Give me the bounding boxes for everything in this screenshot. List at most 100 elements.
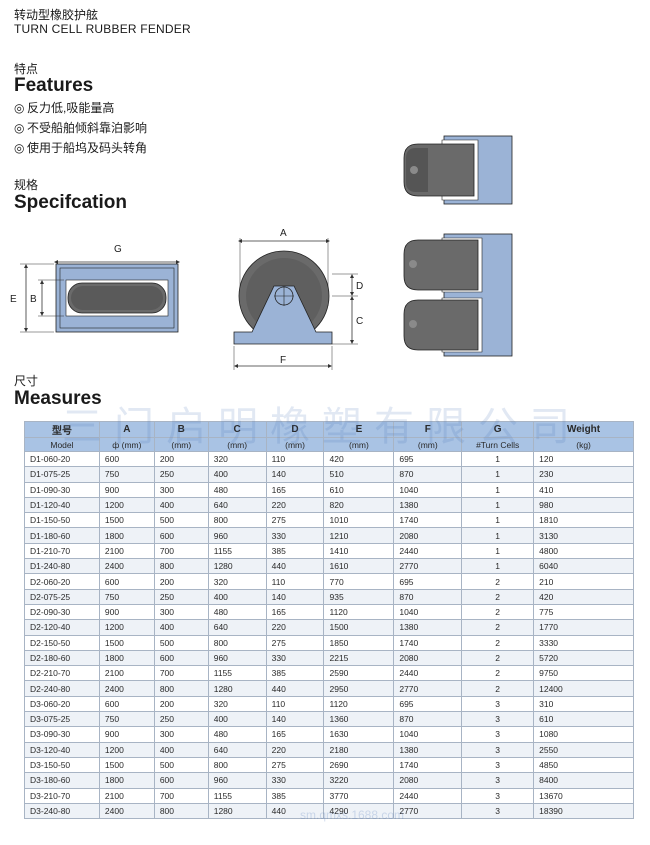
table-cell: 2550 [533, 741, 634, 758]
table-cell: 3 [461, 741, 535, 758]
table-cell: 1380 [393, 619, 463, 636]
product-title-cn: 转动型橡胶护舷 [14, 8, 99, 22]
spec-heading-en: Specifcation [14, 192, 127, 213]
table-cell: 980 [533, 496, 634, 514]
table-cell: 1040 [393, 726, 463, 743]
table-cell: 2080 [393, 527, 463, 544]
table-cell: 300 [153, 603, 209, 621]
table-cell: 420 [323, 450, 395, 468]
header-cell: D [265, 421, 325, 438]
features-heading-cn: 特点 [14, 62, 39, 76]
table-cell: 110 [265, 573, 325, 590]
table-cell: 1080 [533, 726, 634, 743]
unit-cell: (kg) [533, 437, 634, 452]
table-cell: 1630 [323, 726, 395, 743]
table-cell: 700 [153, 787, 209, 804]
table-cell: 1040 [393, 603, 463, 621]
table-cell: 2400 [98, 680, 155, 697]
table-cell: 1280 [207, 680, 267, 697]
table-cell: 2590 [323, 665, 395, 682]
table-cell: 220 [265, 741, 325, 758]
table-cell: 510 [323, 466, 395, 483]
table-unit-row: Model ф (mm) (mm) (mm) (mm) (mm) (mm) #T… [24, 437, 634, 452]
table-cell: 385 [265, 542, 325, 560]
table-cell: 2 [461, 573, 535, 590]
table-cell: D1-240-80 [24, 558, 100, 575]
table-cell: 610 [323, 481, 395, 498]
side-view-drawing: A D C F [233, 228, 363, 370]
table-cell: 1380 [393, 496, 463, 514]
table-cell: 2 [461, 588, 535, 605]
unit-cell: #Turn Cells [461, 437, 535, 452]
table-cell: 410 [533, 481, 634, 498]
table-cell: 330 [265, 772, 325, 789]
single-cell-drawing [403, 135, 513, 205]
measures-heading-en: Measures [14, 388, 102, 409]
table-cell: 1040 [393, 481, 463, 498]
table-cell: D1-060-20 [24, 450, 100, 468]
table-cell: 110 [265, 695, 325, 713]
unit-cell: Model [24, 437, 100, 452]
table-cell: 700 [153, 542, 209, 560]
table-cell: D2-210-70 [24, 665, 100, 682]
measures-table: 型号 A B C D E F G Weight Model ф (mm) (mm… [24, 421, 634, 820]
features-heading-en: Features [14, 75, 94, 96]
table-cell: 600 [98, 573, 155, 590]
header-cell: F [393, 421, 463, 438]
table-cell: 3 [461, 695, 535, 713]
table-cell: 140 [265, 711, 325, 728]
table-cell: 1500 [98, 512, 155, 529]
table-cell: 2100 [98, 542, 155, 560]
bullet-icon: ◎ [14, 121, 25, 135]
header-cell: A [98, 421, 155, 438]
table-cell: 165 [265, 726, 325, 743]
table-cell: 320 [207, 450, 267, 468]
table-cell: 1 [461, 481, 535, 498]
table-cell: 3 [461, 787, 535, 804]
table-cell: 275 [265, 634, 325, 651]
table-cell: 800 [207, 634, 267, 651]
table-cell: 600 [153, 772, 209, 789]
table-cell: 640 [207, 741, 267, 758]
table-cell: 440 [265, 802, 325, 820]
table-cell: 320 [207, 573, 267, 590]
unit-cell: ф (mm) [98, 437, 155, 452]
table-cell: 1810 [533, 512, 634, 529]
table-cell: D3-150-50 [24, 756, 100, 774]
dim-label-c: C [356, 316, 363, 327]
table-cell: 200 [153, 573, 209, 590]
table-cell: 700 [153, 665, 209, 682]
table-cell: 695 [393, 695, 463, 713]
table-cell: 3220 [323, 772, 395, 789]
table-cell: 2100 [98, 665, 155, 682]
table-cell: 500 [153, 756, 209, 774]
table-cell: D3-240-80 [24, 802, 100, 820]
table-cell: D1-180-60 [24, 527, 100, 544]
table-cell: 480 [207, 481, 267, 498]
table-cell: 960 [207, 527, 267, 544]
table-cell: 935 [323, 588, 395, 605]
table-cell: 320 [207, 695, 267, 713]
table-cell: 1200 [98, 619, 155, 636]
table-cell: 820 [323, 496, 395, 514]
table-cell: 330 [265, 649, 325, 667]
table-cell: D2-150-50 [24, 634, 100, 651]
table-cell: 600 [153, 649, 209, 667]
unit-cell: (mm) [207, 437, 267, 452]
table-cell: D2-120-40 [24, 619, 100, 636]
table-cell: 640 [207, 496, 267, 514]
table-cell: 750 [98, 588, 155, 605]
table-cell: 695 [393, 573, 463, 590]
table-cell: 3 [461, 756, 535, 774]
